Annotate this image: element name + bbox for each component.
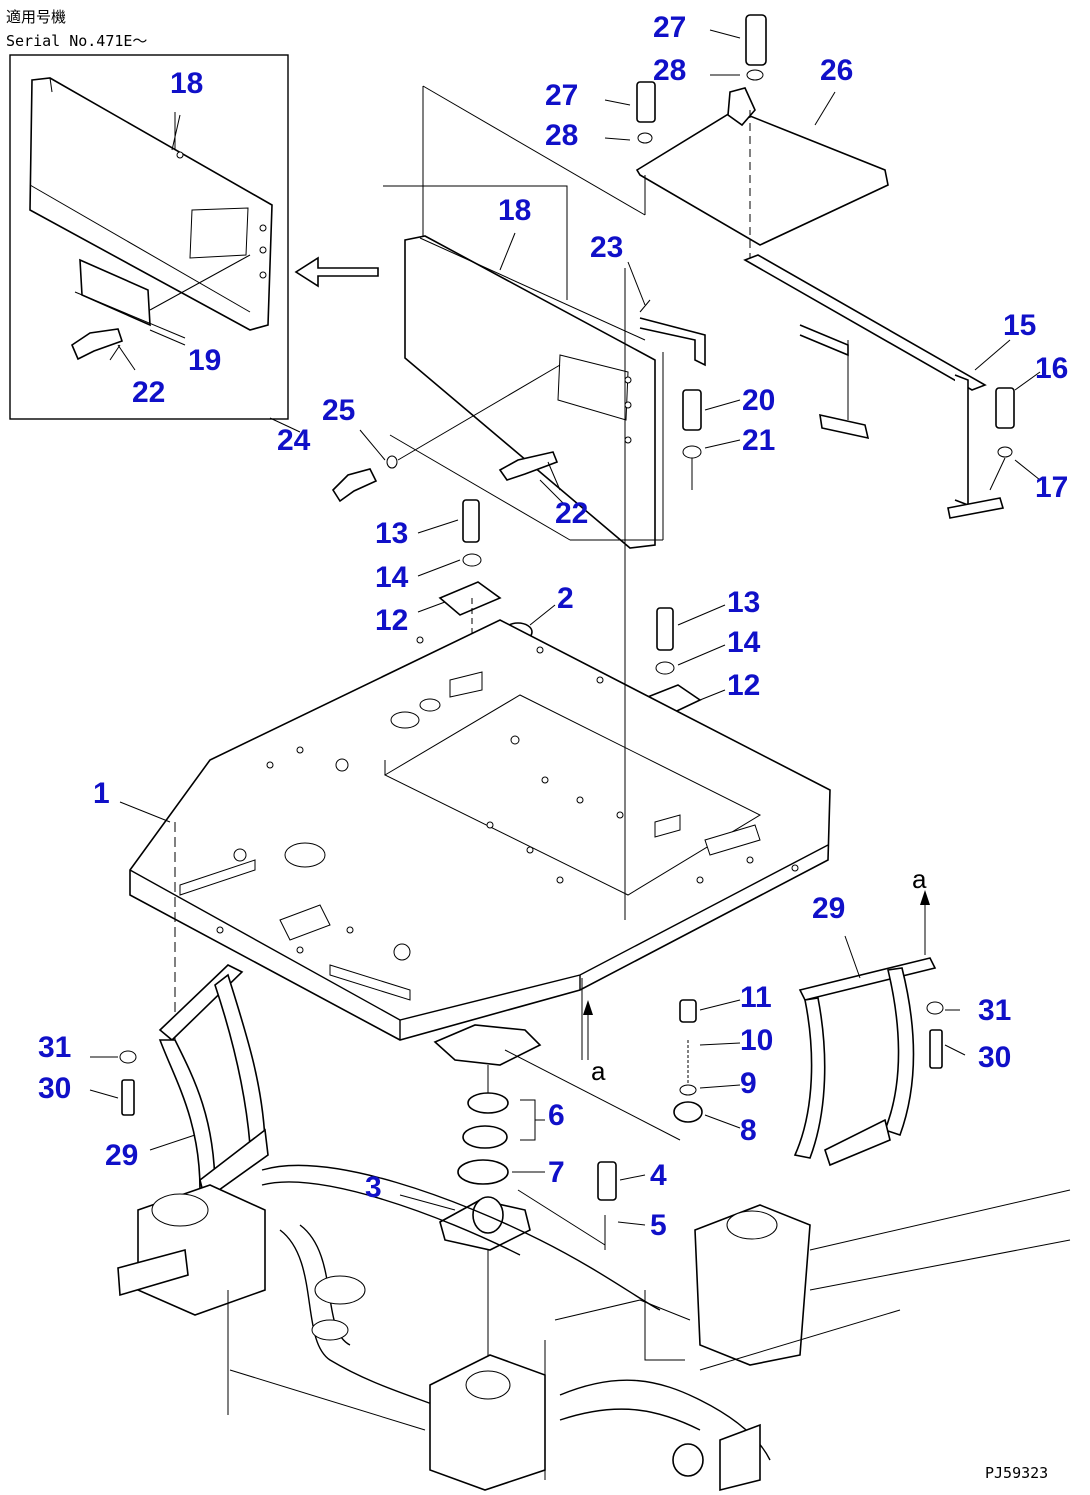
callout-28: 28 [545, 119, 578, 152]
callout-24: 24 [277, 424, 311, 457]
callout-31-left: 31 [38, 1031, 71, 1064]
stay-29-right [793, 890, 944, 1167]
cover-plate-26 [422, 14, 889, 258]
callout-3: 3 [365, 1171, 382, 1204]
stay-bracket-15 [743, 254, 1015, 519]
callout-4: 4 [650, 1159, 667, 1192]
callout-18-inset: 18 [170, 67, 203, 100]
callout-8: 8 [740, 1114, 757, 1147]
mount-assembly [433, 999, 703, 1385]
bolt-20-washer-21 [682, 389, 702, 490]
applicable-serial-label: 適用号機 [6, 8, 66, 26]
callout-29-right: 29 [812, 892, 845, 925]
callout-22: 22 [555, 497, 588, 530]
inset-arrow [294, 256, 379, 288]
serial-number-label: Serial No.471E〜 [6, 32, 147, 50]
callout-9: 9 [740, 1067, 757, 1100]
callout-13-left: 13 [375, 517, 408, 550]
section-letter-lower: a [591, 1056, 606, 1086]
callout-15: 15 [1003, 309, 1036, 342]
callout-13-right: 13 [727, 586, 760, 619]
leader-lines [89, 29, 1041, 1226]
callout-25: 25 [322, 394, 355, 427]
callout-19: 19 [188, 344, 221, 377]
callout-1: 1 [93, 777, 110, 810]
callout-27-top: 27 [653, 11, 686, 44]
bolt-25 [331, 364, 561, 503]
callout-18: 18 [498, 194, 531, 227]
callout-30-right: 30 [978, 1041, 1011, 1074]
callout-6: 6 [548, 1099, 565, 1132]
callout-7: 7 [548, 1156, 565, 1189]
callout-21: 21 [742, 424, 775, 457]
callout-30-left: 30 [38, 1072, 71, 1105]
callout-11: 11 [740, 981, 772, 1014]
callout-12-left: 12 [375, 604, 408, 637]
section-letter-upper: a [912, 864, 927, 894]
cover-panel-assembly [383, 86, 706, 549]
callout-12-right: 12 [727, 669, 760, 702]
lower-chassis [117, 1164, 1071, 1492]
callout-2: 2 [557, 582, 574, 615]
figure-code: PJ59323 [985, 1464, 1048, 1482]
callout-numbers: 18 19 22 24 25 18 23 22 27 28 26 27 28 2… [38, 11, 1068, 1242]
callout-29-left: 29 [105, 1139, 138, 1172]
callout-22-inset: 22 [132, 376, 165, 409]
callout-27: 27 [545, 79, 578, 112]
callout-14-left: 14 [375, 561, 409, 594]
callout-16: 16 [1035, 352, 1068, 385]
callout-5: 5 [650, 1209, 667, 1242]
callout-20: 20 [742, 384, 775, 417]
main-frame-plate [129, 268, 831, 1060]
callout-23: 23 [590, 231, 623, 264]
callout-28-top: 28 [653, 54, 686, 87]
callout-14-right: 14 [727, 626, 761, 659]
callout-26: 26 [820, 54, 853, 87]
callout-10: 10 [740, 1024, 773, 1057]
stay-29-left [119, 964, 269, 1202]
inset-detail [9, 54, 289, 420]
callout-17: 17 [1035, 471, 1068, 504]
callout-31-right: 31 [978, 994, 1011, 1027]
